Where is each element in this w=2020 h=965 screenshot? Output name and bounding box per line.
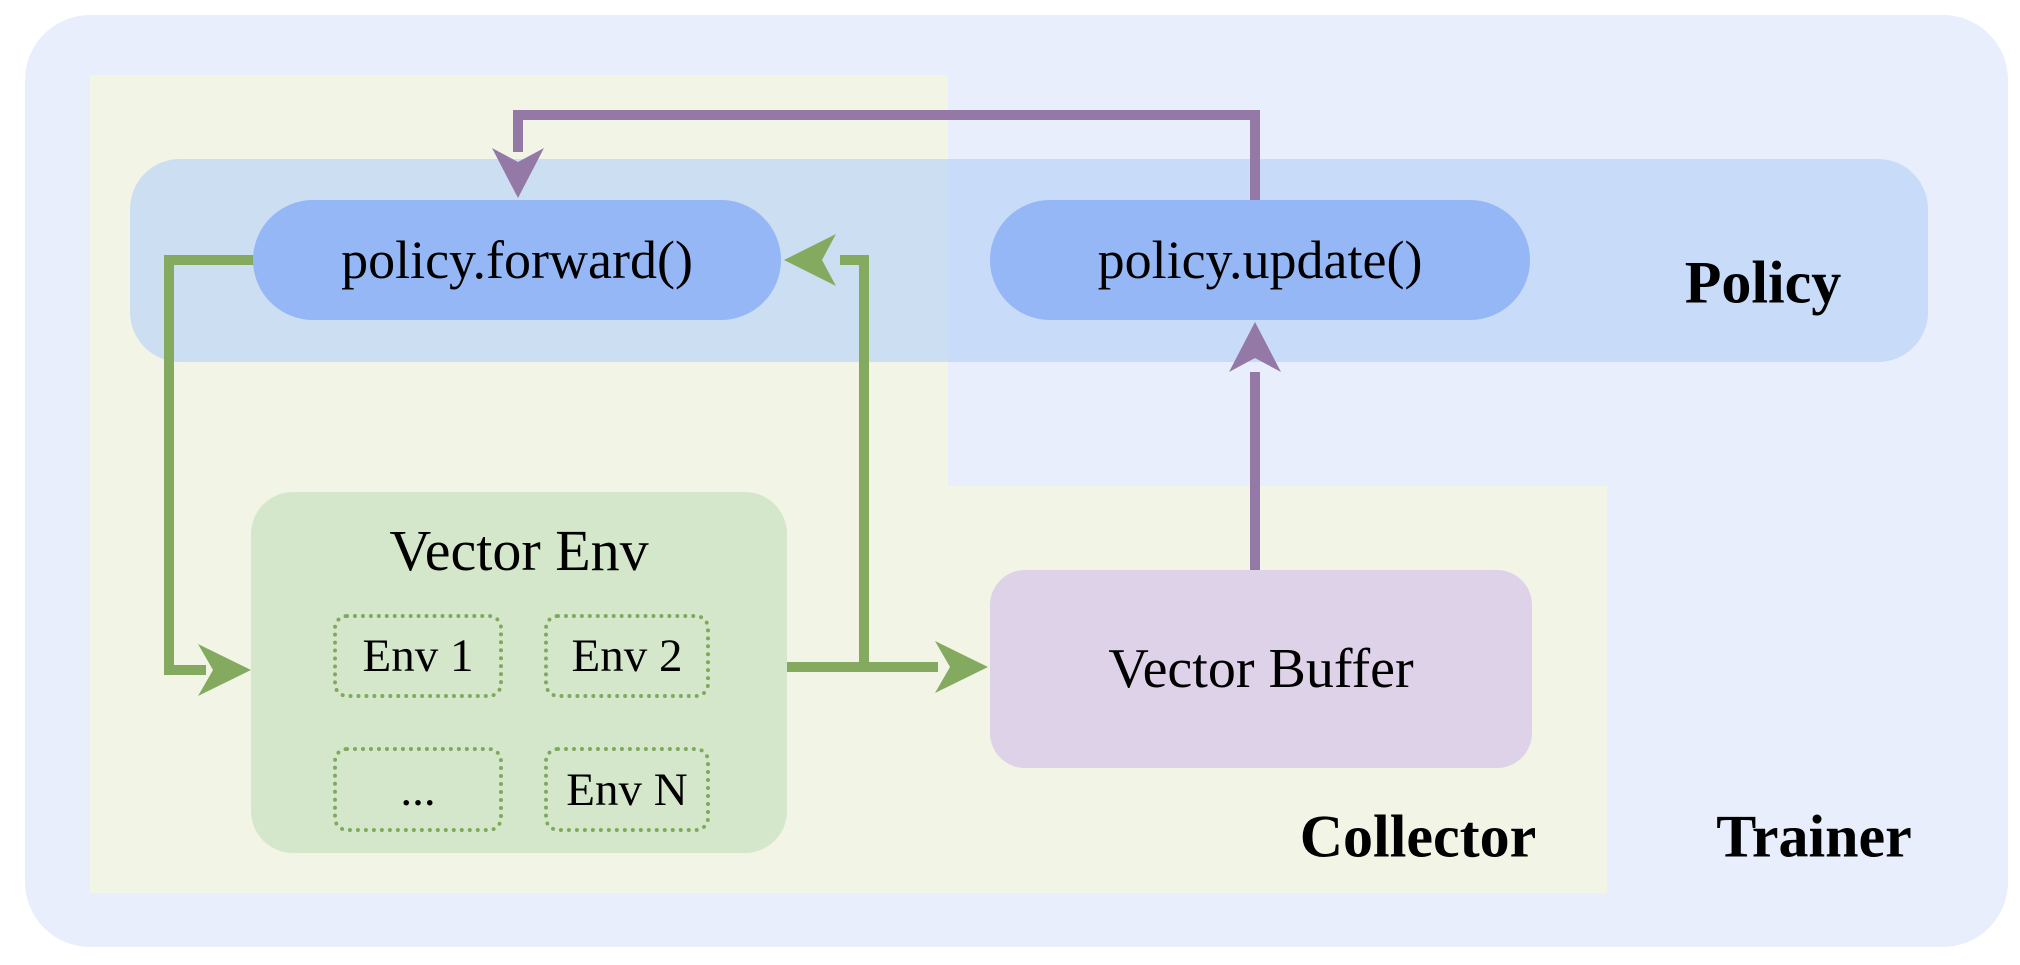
collector-region-label: Collector	[1299, 803, 1537, 870]
env-n-box: Env N	[544, 747, 710, 832]
env-n-label: Env N	[566, 763, 688, 816]
trainer-region-label: Trainer	[1716, 803, 1912, 870]
policy-region-label: Policy	[1684, 249, 1842, 316]
policy-forward-node: policy.forward()	[253, 200, 781, 320]
vector-buffer-node: Vector Buffer	[990, 570, 1532, 768]
env-1-box: Env 1	[333, 614, 503, 698]
env-1-label: Env 1	[362, 630, 474, 682]
policy-update-label: policy.update()	[1097, 230, 1423, 290]
env-ellipsis-label: ...	[400, 763, 436, 816]
policy-forward-label: policy.forward()	[341, 230, 693, 290]
vector-buffer-label: Vector Buffer	[1108, 638, 1414, 700]
env-2-label: Env 2	[571, 630, 683, 682]
env-ellipsis-box: ...	[333, 747, 503, 832]
vector-env-title: Vector Env	[389, 517, 649, 583]
env-2-box: Env 2	[544, 614, 710, 698]
vector-env-node	[251, 492, 787, 853]
policy-update-node: policy.update()	[990, 200, 1530, 320]
